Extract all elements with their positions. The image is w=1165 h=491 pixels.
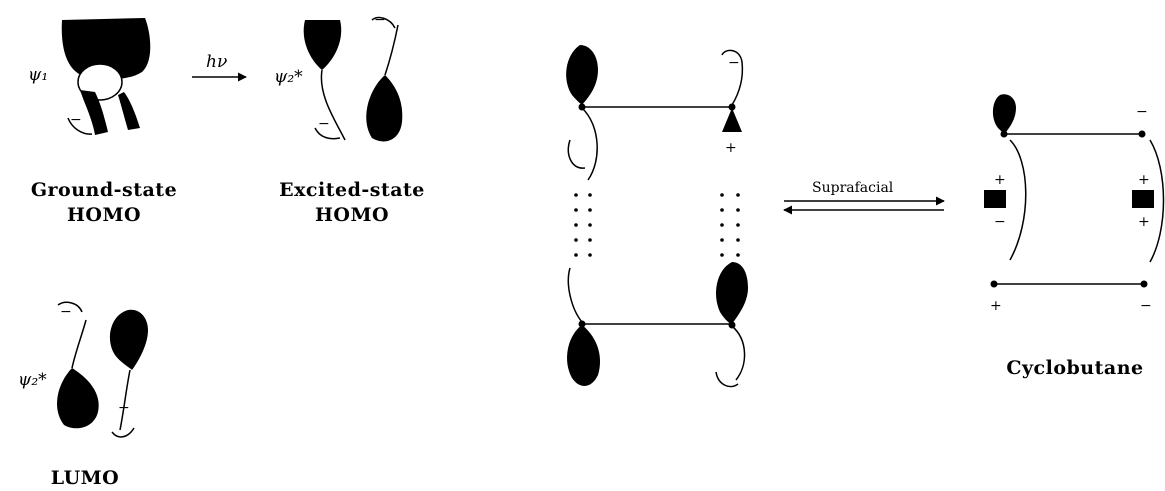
excited-state-label: Excited-state HOMO bbox=[262, 178, 442, 228]
excited-state-text: Excited-state bbox=[279, 179, 425, 201]
ground-homo-text: HOMO bbox=[66, 204, 142, 226]
psi2-excited-label: ψ₂* bbox=[274, 67, 303, 87]
sign-minus-lumo-bottom: − bbox=[118, 400, 130, 416]
cyclobutane-structure bbox=[984, 94, 1165, 288]
excited-homo-text: HOMO bbox=[314, 204, 390, 226]
excited-state-homo-orbital bbox=[303, 16, 403, 142]
sign-minus-ethylene-top-right: − bbox=[728, 55, 740, 71]
sign-minus-lumo-top: − bbox=[60, 304, 72, 320]
sign-plus-cyclobutane-right-1: + bbox=[1138, 172, 1150, 188]
ground-state-homo-orbital bbox=[61, 18, 151, 135]
lumo-orbital bbox=[57, 301, 148, 438]
sign-minus-ground: − bbox=[70, 112, 82, 128]
psi2-lumo-label: ψ₂* bbox=[18, 370, 47, 390]
suprafacial-label: Suprafacial bbox=[812, 180, 894, 196]
ground-state-label: Ground-state HOMO bbox=[14, 178, 194, 228]
sign-minus-cyclobutane-bottom-right: − bbox=[1140, 298, 1152, 314]
suprafacial-arrows bbox=[783, 196, 945, 215]
sign-minus-cyclobutane-left: − bbox=[994, 214, 1006, 230]
hv-label: hν bbox=[206, 52, 228, 72]
sign-plus-cyclobutane-left: + bbox=[994, 172, 1006, 188]
ground-state-text: Ground-state bbox=[30, 179, 178, 201]
cyclobutane-label: Cyclobutane bbox=[1006, 357, 1144, 379]
sign-minus-excited-left: − bbox=[318, 116, 330, 132]
sign-plus-cyclobutane-bottom-left: + bbox=[990, 298, 1002, 314]
sign-minus-excited-top: − bbox=[374, 12, 386, 28]
ethylene-pair bbox=[566, 45, 748, 388]
sign-plus-cyclobutane-right-2: + bbox=[1138, 214, 1150, 230]
sign-plus-ethylene-right-upper: + bbox=[725, 140, 737, 156]
psi1-label: ψ₁ bbox=[28, 65, 49, 85]
sign-minus-cyclobutane-top-right: − bbox=[1136, 104, 1148, 120]
lumo-label: LUMO bbox=[50, 467, 120, 489]
